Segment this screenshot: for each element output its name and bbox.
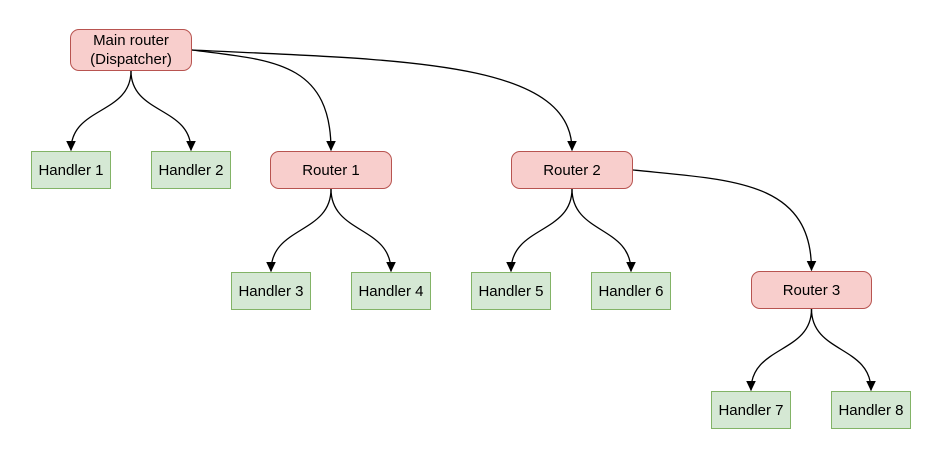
node-label: Router 2 bbox=[543, 161, 601, 179]
edge-main-h1 bbox=[66, 70, 132, 152]
node-label: Handler 6 bbox=[598, 282, 664, 300]
edge-main-r2 bbox=[191, 49, 577, 152]
edge-r2-r3 bbox=[632, 169, 817, 272]
node-router-1: Router 1 bbox=[270, 151, 392, 189]
edge-r3-h7 bbox=[746, 308, 813, 392]
node-label: Handler 4 bbox=[358, 282, 424, 300]
edge-r1-h4 bbox=[330, 188, 396, 273]
edge-r2-h6 bbox=[571, 188, 636, 273]
node-router-2: Router 2 bbox=[511, 151, 633, 189]
node-label: Handler 3 bbox=[238, 282, 304, 300]
node-label: Router 3 bbox=[782, 281, 841, 299]
node-handler-1: Handler 1 bbox=[31, 151, 111, 189]
node-handler-3: Handler 3 bbox=[231, 272, 311, 310]
node-label: Handler 5 bbox=[478, 282, 544, 300]
edge-main-h2 bbox=[130, 70, 196, 152]
node-label: Main router (Dispatcher) bbox=[90, 32, 172, 68]
edge-r3-h8 bbox=[810, 308, 876, 392]
node-handler-2: Handler 2 bbox=[151, 151, 231, 189]
node-label: Handler 8 bbox=[838, 401, 904, 419]
node-label: Handler 7 bbox=[718, 401, 784, 419]
node-handler-5: Handler 5 bbox=[471, 272, 551, 310]
node-label: Router 1 bbox=[302, 161, 360, 179]
node-label: Handler 1 bbox=[38, 161, 104, 179]
node-handler-4: Handler 4 bbox=[351, 272, 431, 310]
edge-r2-h5 bbox=[506, 188, 573, 273]
edge-r1-h3 bbox=[266, 188, 332, 273]
node-main-router: Main router (Dispatcher) bbox=[70, 29, 192, 71]
node-handler-7: Handler 7 bbox=[711, 391, 791, 429]
node-label: Handler 2 bbox=[158, 161, 224, 179]
node-handler-6: Handler 6 bbox=[591, 272, 671, 310]
node-handler-8: Handler 8 bbox=[831, 391, 911, 429]
node-router-3: Router 3 bbox=[751, 271, 872, 309]
edge-main-r1 bbox=[191, 49, 336, 152]
